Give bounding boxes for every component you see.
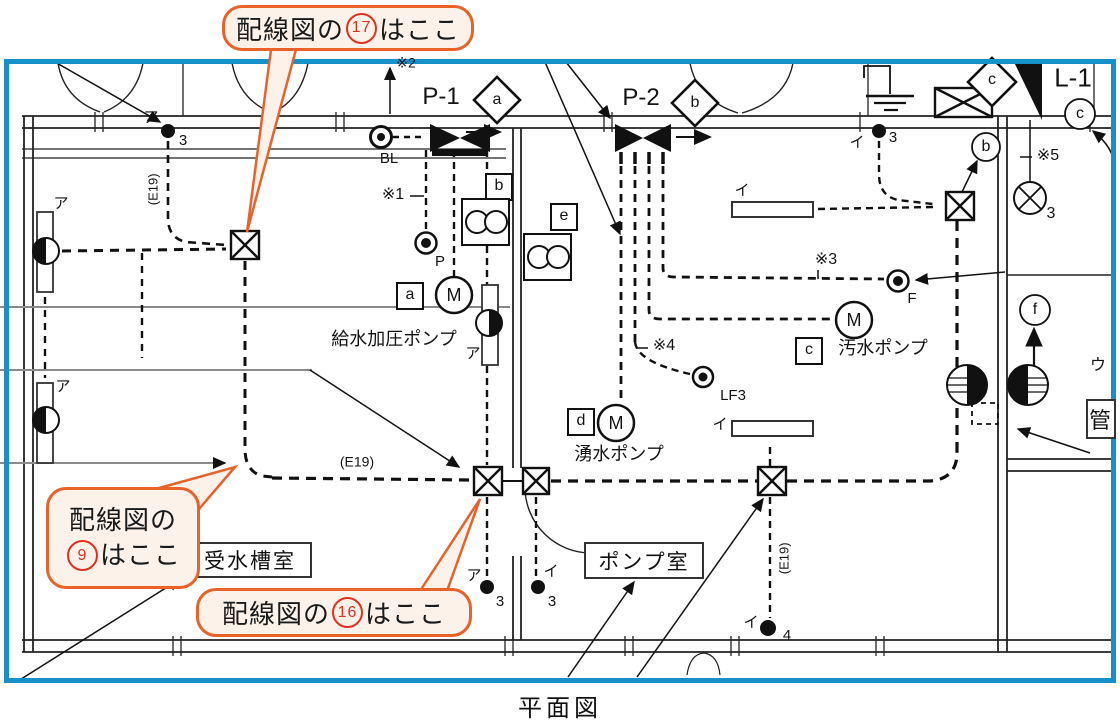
diagram-label: e	[559, 207, 569, 225]
diagram-label: P	[434, 252, 446, 270]
switch-dots	[161, 124, 886, 636]
diagram-label: M	[446, 285, 462, 306]
room-label-duct: 管	[1086, 399, 1116, 439]
callout-17: 配線図の 17 はここ	[222, 5, 474, 51]
pipe-lines	[0, 306, 510, 464]
diagram-label: イ	[743, 613, 759, 631]
diagram-label: 3	[547, 592, 557, 610]
diagram-label: M	[608, 413, 624, 434]
callout-17-pre: 配線図の	[235, 14, 344, 45]
diagram-label: ※3	[814, 251, 838, 269]
diagram-label: P-1	[422, 82, 460, 110]
diagram-label: 3	[495, 592, 505, 610]
diagram-label: a	[492, 91, 502, 109]
junction-boxes	[229, 86, 994, 497]
motor-symbols	[434, 275, 874, 443]
diagram-label: ※2	[396, 54, 416, 71]
diagram-label: a	[405, 286, 415, 304]
diamond-markers	[472, 56, 1018, 128]
figure-caption: 平面図	[518, 695, 602, 722]
misc-symbols	[863, 62, 1049, 406]
control-panels	[461, 198, 572, 281]
diagram-label: ア	[55, 377, 71, 395]
diagram-label: 3	[178, 131, 188, 149]
diagram-label: ア	[466, 566, 482, 584]
outlet-symbols	[369, 125, 910, 389]
diagram-label: 4	[782, 626, 792, 644]
diagram-label: c	[988, 71, 996, 89]
letter-circles	[971, 98, 1096, 326]
diagram-label: ア	[53, 194, 69, 212]
light-fixtures	[32, 201, 814, 464]
callout-9-post: はここ	[99, 540, 181, 570]
diagram-label: 汚水ポンプ	[838, 338, 928, 359]
letter-squares	[396, 173, 823, 436]
diagram-label: M	[846, 310, 862, 331]
diagram-label: 給水加圧ポンプ	[331, 329, 457, 350]
diagram-label: (E19)	[145, 173, 161, 206]
callout-16-post: はここ	[365, 599, 447, 629]
diagram-label: 湧水ポンプ	[574, 444, 664, 465]
diagram-label: 3	[888, 128, 898, 146]
callout-17-post: はここ	[379, 14, 461, 45]
room-label-pump-room: ポンプ室	[584, 542, 704, 579]
callout-16: 配線図の 16 はここ	[196, 588, 472, 637]
diagram-label: b	[981, 138, 991, 156]
circled-number-17: 17	[346, 12, 377, 44]
diagram-label: (E19)	[776, 542, 792, 575]
circled-number-9: 9	[66, 540, 98, 572]
diagram-label: イ	[712, 415, 728, 433]
diagram-label: ※5	[1036, 147, 1060, 165]
diagram-label: ア	[465, 344, 481, 362]
walls	[22, 62, 1114, 656]
diagram-label: P-2	[622, 83, 660, 111]
valve-symbols	[430, 124, 712, 164]
callout-9: 配線図の 9 はここ	[46, 487, 200, 589]
diagram-label: c	[1076, 105, 1084, 123]
diagram-label: b	[494, 177, 504, 195]
callout-9-line2: 9 はここ	[65, 538, 181, 573]
diagram-label: d	[576, 412, 586, 430]
room-label-duct-text: 管	[1088, 408, 1113, 433]
diagram-label: ア	[143, 108, 159, 126]
diagram-label: b	[690, 94, 700, 112]
room-label-water-tank: 受水槽室	[188, 542, 312, 578]
diagram-label: BL	[379, 149, 399, 167]
diagram-label: イ	[734, 181, 750, 199]
diagram-label: (E19)	[339, 453, 375, 470]
diagram-label: f	[1032, 301, 1038, 319]
figure-border	[4, 59, 1116, 683]
diagram-label: 3	[1046, 205, 1056, 223]
diagram-label: ※1	[381, 186, 405, 204]
diagram-label: c	[805, 341, 813, 359]
circled-number-16: 16	[332, 597, 363, 628]
diagram-label: イ	[849, 133, 865, 151]
annotation-arrows	[17, 61, 1116, 682]
callout-16-pre: 配線図の	[221, 599, 330, 629]
diagram-label: イ	[543, 562, 559, 580]
diagram-label: ※4	[652, 337, 676, 355]
diagram-label: LF3	[720, 386, 746, 404]
room-label-water-tank-text: 受水槽室	[204, 550, 296, 573]
diagram-label: F	[907, 289, 917, 307]
callout-9-line1: 配線図の	[68, 504, 177, 535]
room-label-pump-room-text: ポンプ室	[598, 550, 690, 574]
diagram-label: ウ	[1089, 357, 1107, 375]
diagram-label: L-1	[1054, 62, 1092, 93]
